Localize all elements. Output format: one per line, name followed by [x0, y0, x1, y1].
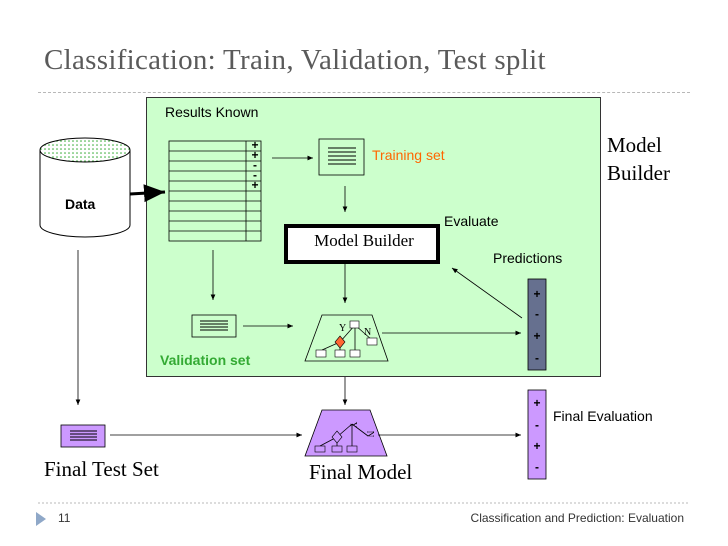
predictions-label: Predictions	[493, 250, 563, 266]
data-to-table-arrow	[129, 184, 166, 203]
table-sign: +	[251, 178, 259, 192]
prediction-sign: -	[535, 307, 539, 321]
final-tree-label-n: N	[365, 430, 376, 438]
final-test-set-doc	[60, 424, 106, 448]
page-title: Classification: Train, Validation, Test …	[44, 44, 546, 76]
model-builder-side-line: Builder	[607, 161, 670, 185]
page-number: 11	[58, 511, 71, 525]
model-builder-side-label: Model Builder	[607, 131, 670, 187]
tree-label-n: N	[364, 327, 372, 338]
validation-set-doc	[191, 314, 237, 338]
final-sign: -	[535, 418, 539, 432]
final-sign: -	[535, 460, 539, 474]
title-divider	[38, 92, 690, 93]
final-model-label: Final Model	[309, 460, 413, 484]
data-cylinder	[39, 137, 131, 238]
table-sign: +	[251, 148, 259, 162]
final-tree-label-y: Y	[348, 421, 359, 429]
evaluate-label: Evaluate	[444, 213, 499, 229]
results-table	[168, 140, 262, 242]
training-set-doc	[318, 138, 365, 176]
model-builder-side-line: Model	[607, 133, 662, 157]
prediction-sign: +	[533, 329, 541, 343]
model-builder-label: Model Builder	[314, 231, 414, 250]
validation-model-tree	[304, 314, 389, 362]
prediction-sign: +	[533, 287, 541, 301]
final-evaluation-label: Final Evaluation	[553, 408, 653, 424]
training-set-label: Training set	[372, 147, 445, 163]
data-label: Data	[65, 196, 96, 212]
table-sign: -	[253, 158, 257, 172]
table-sign: +	[251, 138, 259, 152]
predictions-column	[527, 278, 547, 371]
tree-label-y: Y	[339, 323, 347, 334]
validation-set-label: Validation set	[160, 352, 251, 368]
final-model-tree	[304, 409, 388, 457]
predictions-to-builder-arrow	[451, 267, 523, 319]
model-builder-box	[284, 224, 440, 264]
footer-title: Classification and Prediction: Evaluatio…	[470, 511, 684, 525]
table-sign: -	[253, 168, 257, 182]
footer-triangle-icon	[36, 512, 46, 526]
final-evaluation-column	[527, 389, 547, 480]
final-test-set-label: Final Test Set	[44, 457, 159, 481]
prediction-sign: -	[535, 351, 539, 365]
results-known-label: Results Known	[165, 104, 259, 120]
final-sign: +	[533, 439, 541, 453]
final-sign: +	[533, 396, 541, 410]
